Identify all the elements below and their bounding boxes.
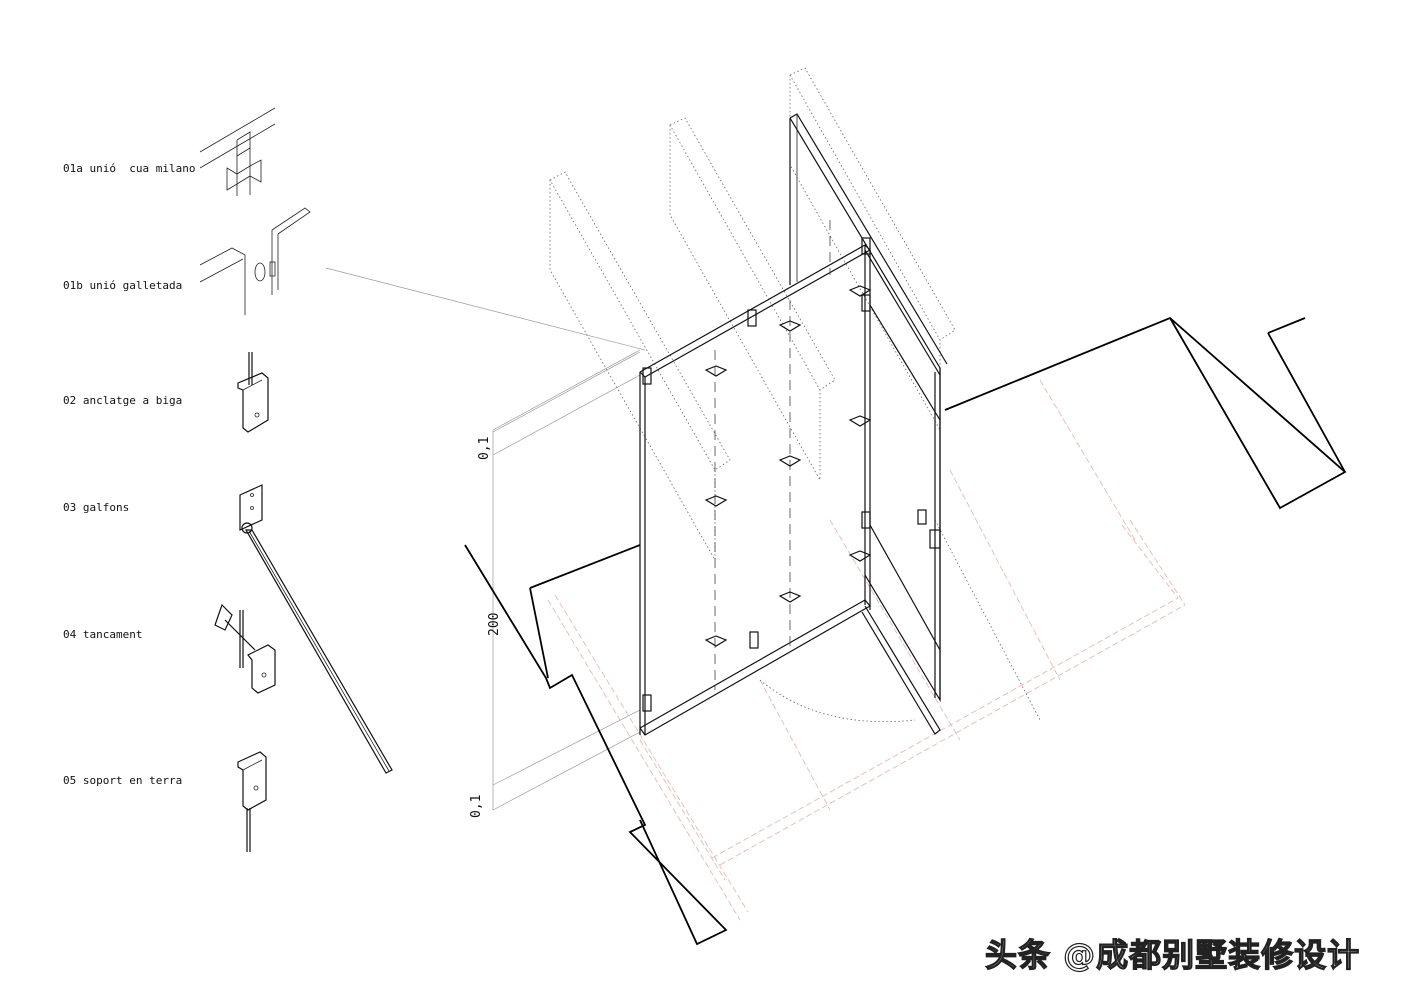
floor-grid bbox=[547, 379, 1186, 921]
detail-04-closure bbox=[214, 603, 276, 694]
floor-outline bbox=[464, 316, 1347, 946]
legend-02-label: 02 anclatge a biga bbox=[63, 394, 183, 407]
legend-05-label: 05 soport en terra bbox=[63, 774, 183, 787]
detail-02-beam-anchor bbox=[237, 352, 269, 433]
hidden-beams bbox=[549, 67, 1041, 723]
dimension-top: 0,1 bbox=[477, 437, 492, 460]
dimension-lines bbox=[492, 349, 641, 811]
legend-04-label: 04 tancament bbox=[63, 628, 143, 641]
legend-03-label: 03 galfons bbox=[63, 501, 130, 514]
legend-01a-label: 01a unió cua milano bbox=[63, 162, 196, 175]
detail-03-hinge bbox=[239, 484, 393, 774]
bracket-marks bbox=[642, 237, 941, 712]
leader-line bbox=[325, 267, 646, 351]
detail-01b-biscuit-joint bbox=[199, 207, 311, 315]
detail-05-ground-support bbox=[237, 751, 267, 852]
dimension-bottom: 0,1 bbox=[469, 795, 484, 818]
dimension-middle: 200 bbox=[487, 613, 502, 636]
main-panel bbox=[639, 113, 948, 736]
detail-01a-dovetail-joint bbox=[199, 107, 276, 196]
watermark: 头条 @成都别墅装修设计 bbox=[984, 935, 1361, 974]
legend-01b-label: 01b unió galletada bbox=[63, 279, 183, 292]
